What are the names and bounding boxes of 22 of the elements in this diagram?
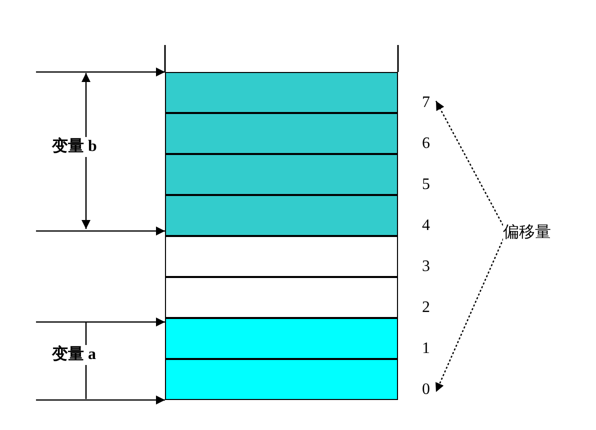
offset-number: 3	[418, 258, 434, 276]
memory-cell	[165, 195, 398, 236]
memory-cell	[165, 154, 398, 195]
offset-number: 4	[418, 217, 434, 235]
memory-cell	[165, 359, 398, 400]
memory-cell	[165, 113, 398, 154]
offset-number: 0	[418, 381, 434, 399]
pointer-arrow	[36, 226, 165, 236]
pointer-arrow	[36, 68, 165, 76]
offset-number: 6	[418, 135, 434, 153]
pointer-arrow	[36, 318, 165, 326]
variable-label: 变量 b	[52, 137, 97, 157]
offset-number: 1	[418, 340, 434, 358]
offset-number: 5	[418, 176, 434, 194]
memory-cell	[165, 236, 398, 277]
memory-cell	[165, 72, 398, 113]
offset-number: 7	[418, 94, 434, 112]
variable-label: 变量 a	[52, 345, 96, 365]
pointer-arrow	[36, 396, 165, 404]
offset-number: 2	[418, 299, 434, 317]
memory-cell	[165, 318, 398, 359]
memory-cell	[165, 277, 398, 318]
